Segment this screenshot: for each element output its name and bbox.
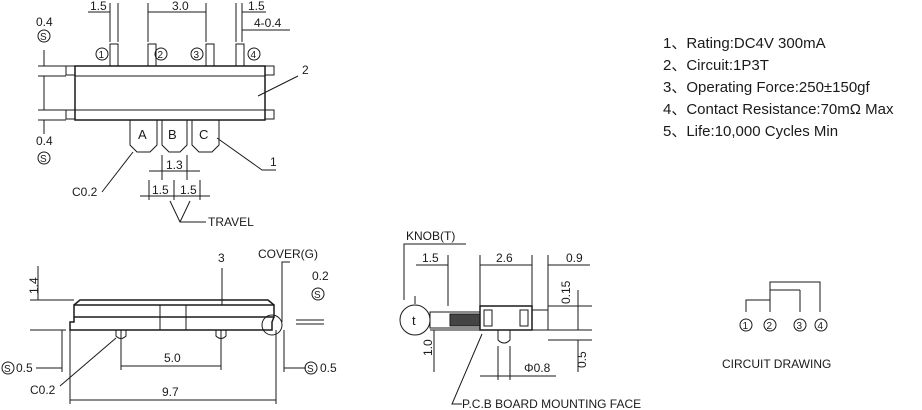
dim-body: 2.6 [496,251,513,265]
spec-circuit: 2、Circuit:1P3T [663,57,769,74]
dim-travel-right: 1.5 [180,183,197,197]
spec-operating-force: 3、Operating Force:250±150gf [663,79,870,96]
dim-span: 5.0 [164,351,181,365]
dim-travel-left: 1.5 [152,183,169,197]
sym-s-left: S [4,364,11,375]
front-view: 1.4 3 COVER(G) 0.2 S S 0.5 [1,247,337,404]
dim-pin-width: 4-0.4 [254,16,282,30]
dim-right-side: 0.9 [566,251,583,265]
dim-h2: 1.0 [421,339,435,356]
circuit-caption: CIRCUIT DRAWING [722,357,831,371]
travel-label: TRAVEL [208,215,254,229]
position-b: B [168,127,177,142]
sym-s-bottom: S [40,154,47,165]
knob-label: KNOB(T) [406,229,455,243]
pin-label-4: 4 [251,50,257,61]
dim-knob-pitch: 1.3 [166,158,183,172]
callout-body: 2 [302,63,309,77]
pin-label-3: 3 [194,50,200,61]
chamfer-front: C0.2 [30,383,56,397]
chamfer-top: C0.2 [72,185,98,199]
dim-top-gap: 0.4 [36,15,53,29]
dim-right: 0.5 [320,361,337,375]
dim-knob: 1.5 [422,251,439,265]
top-view: 1.5 3.0 1.5 4-0.4 1 2 3 4 [36,0,309,229]
cover-label: COVER(G) [258,247,318,261]
dim-pitch-mid: 3.0 [172,0,189,13]
dim-h3: 0.5 [575,351,589,368]
circuit-pin-1: 1 [743,321,749,332]
dim-pin-dia: Φ0.8 [524,361,551,375]
sym-s-top: S [40,32,47,43]
dim-pitch-left: 1.5 [90,0,107,13]
circuit-drawing: 1 2 3 4 CIRCUIT DRAWING [722,281,831,371]
pin-label-1: 1 [99,50,105,61]
circuit-pin-4: 4 [818,321,824,332]
dim-pitch-right: 1.5 [248,0,265,13]
dim-h1: 0.15 [559,280,573,304]
callout-knob: 1 [270,155,277,169]
pin-label-2: 2 [158,50,164,61]
sym-s-cover: S [314,290,321,301]
side-view: KNOB(T) 1.5 2.6 0.9 t 1.0 0.15 [399,229,641,410]
spec-contact-resistance: 4、Contact Resistance:70mΩ Max [663,101,894,118]
spec-life: 5、Life:10,000 Cycles Min [663,123,839,140]
dim-height: 1.4 [27,277,41,294]
position-a: A [138,127,147,142]
circuit-pin-3: 3 [797,321,803,332]
dim-length: 9.7 [162,385,179,399]
pcb-label: P.C.B BOARD MOUNTING FACE [462,397,641,410]
circuit-pin-2: 2 [767,321,773,332]
spec-rating: 1、Rating:DC4V 300mA [663,35,826,52]
dim-cover: 0.2 [312,269,329,283]
dim-left: 0.5 [16,361,33,375]
sym-s-right: S [307,364,314,375]
position-c: C [199,127,208,142]
callout-3: 3 [218,251,225,265]
dim-bottom-gap: 0.4 [36,134,53,148]
knob-letter: t [412,313,416,328]
